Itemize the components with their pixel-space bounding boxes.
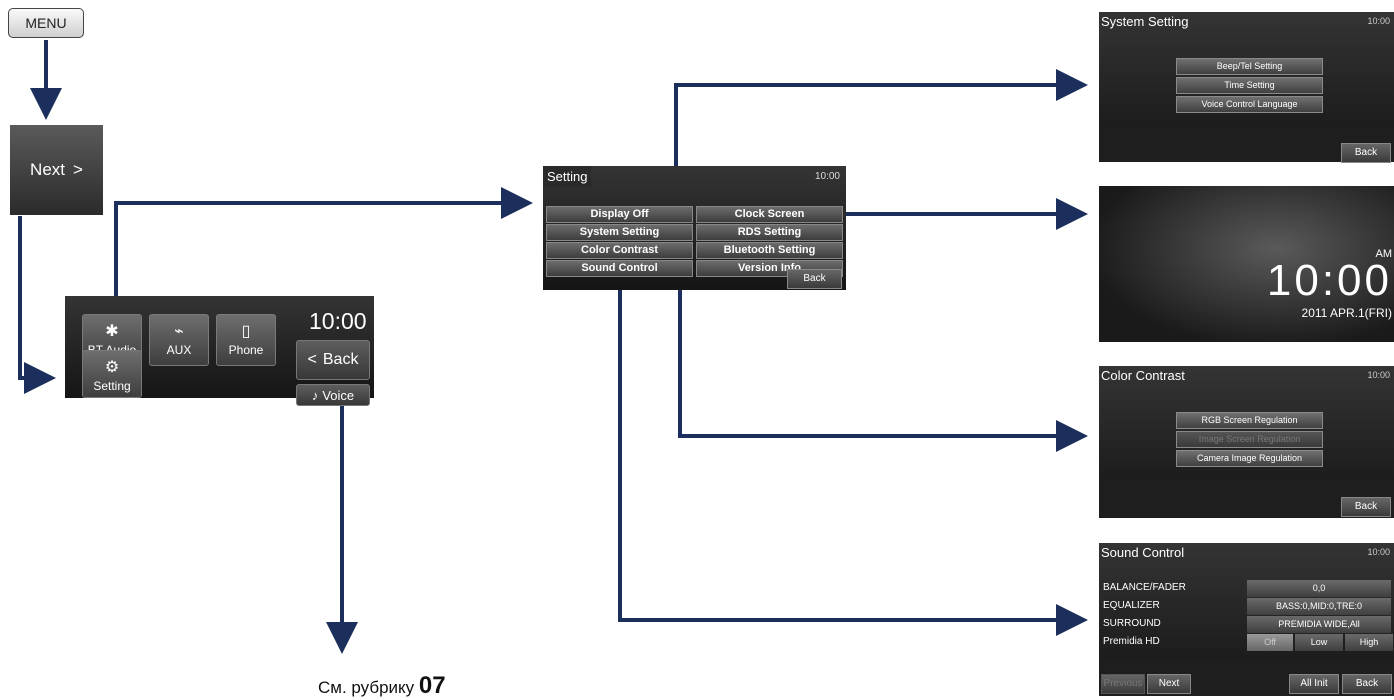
arrow-setting-to-contrast [678, 290, 1088, 452]
system-setting-screen: System Setting 10:00 Beep/Tel Setting Ti… [1099, 12, 1394, 163]
rubric-reference: См. рубрику 07 [318, 672, 446, 700]
voice-icon: ♪ [311, 387, 319, 403]
phone-tile[interactable]: ▯ Phone [216, 314, 276, 366]
screen-title: Setting [543, 166, 592, 187]
bluetooth-icon: ✱ [105, 323, 119, 340]
arrow-setting-to-sound [618, 290, 1088, 636]
bluetooth-setting-button[interactable]: Bluetooth Setting [696, 242, 843, 259]
row-value: 0,0 [1247, 580, 1391, 597]
premidia-hd-row: Premidia HD Off Low High [1099, 634, 1394, 651]
time-setting-button[interactable]: Time Setting [1176, 77, 1323, 94]
display-off-button[interactable]: Display Off [546, 206, 693, 223]
rgb-screen-regulation-button[interactable]: RGB Screen Regulation [1176, 412, 1323, 429]
previous-button[interactable]: Previous [1101, 674, 1145, 694]
screen-title: Sound Control [1101, 545, 1185, 560]
home-clock: 10:00 [309, 308, 367, 334]
next-page-button[interactable]: Next [1147, 674, 1191, 694]
row-label: Premidia HD [1103, 636, 1160, 647]
color-contrast-button[interactable]: Color Contrast [546, 242, 693, 259]
equalizer-row[interactable]: EQUALIZER BASS:0,MID:0,TRE:0 [1099, 598, 1394, 615]
sound-back-button[interactable]: Back [1342, 674, 1392, 694]
menu-button[interactable]: MENU [8, 8, 84, 38]
phone-icon: ▯ [241, 323, 251, 340]
premidia-high-option[interactable]: High [1345, 634, 1393, 651]
chevron-right-icon: > [73, 160, 83, 179]
back-label: Back [322, 351, 359, 368]
row-label: BALANCE/FADER [1103, 582, 1186, 593]
arrow-setting-to-system [674, 69, 1088, 166]
next-label: Next [30, 160, 66, 179]
sound-control-screen: Sound Control 10:00 BALANCE/FADER 0,0 EQ… [1099, 543, 1394, 696]
premidia-low-option[interactable]: Low [1295, 634, 1343, 651]
rds-setting-button[interactable]: RDS Setting [696, 224, 843, 241]
premidia-off-option[interactable]: Off [1247, 634, 1293, 651]
screen-title: System Setting [1101, 14, 1189, 29]
clock-date: 2011 APR.1(FRI) [1301, 306, 1392, 320]
color-contrast-screen: Color Contrast 10:00 RGB Screen Regulati… [1099, 366, 1394, 518]
clock-ampm: AM [1375, 248, 1393, 260]
home-back-button[interactable]: < Back [296, 340, 370, 380]
row-value: BASS:0,MID:0,TRE:0 [1247, 598, 1391, 615]
voice-button[interactable]: ♪ Voice [296, 384, 370, 406]
row-label: SURROUND [1103, 618, 1161, 629]
setting-screen: Setting 10:00 Display Off Clock Screen S… [543, 166, 846, 290]
row-value: PREMIDIA WIDE,All [1247, 616, 1391, 633]
camera-image-regulation-button[interactable]: Camera Image Regulation [1176, 450, 1323, 467]
rubric-text: См. рубрику [318, 678, 415, 697]
tile-label: Phone [228, 343, 264, 357]
row-label: EQUALIZER [1103, 600, 1160, 611]
voice-label: Voice [322, 387, 355, 403]
all-init-button[interactable]: All Init [1289, 674, 1339, 694]
setting-tile[interactable]: ⚙ Setting [82, 350, 142, 398]
setting-titlebar: Setting 10:00 [543, 166, 846, 190]
beep-tel-setting-button[interactable]: Beep/Tel Setting [1176, 58, 1323, 75]
chevron-left-icon: < [307, 351, 317, 368]
arrow-home-to-setting [114, 187, 533, 296]
gear-icon: ⚙ [104, 359, 120, 376]
screen-time: 10:00 [1367, 370, 1390, 380]
tile-label: AUX [166, 343, 192, 357]
system-back-button[interactable]: Back [1341, 143, 1391, 163]
clock-screen: AM 10:00 2011 APR.1(FRI) [1099, 186, 1394, 342]
home-screen: ✱ BT Audio ⌁ AUX ▯ Phone ⚙ Setting 10:00… [65, 296, 374, 406]
contrast-back-button[interactable]: Back [1341, 497, 1391, 517]
voice-control-language-button[interactable]: Voice Control Language [1176, 96, 1323, 113]
balance-fader-row[interactable]: BALANCE/FADER 0,0 [1099, 580, 1394, 597]
arrow-next-to-home [18, 216, 56, 394]
clock-time: 10:00 [1266, 256, 1392, 305]
tile-label: Setting [93, 379, 131, 393]
screen-time: 10:00 [1367, 16, 1390, 26]
screen-title: Color Contrast [1101, 368, 1185, 383]
surround-row[interactable]: SURROUND PREMIDIA WIDE,All [1099, 616, 1394, 633]
setting-back-button[interactable]: Back [787, 269, 842, 289]
system-setting-button[interactable]: System Setting [546, 224, 693, 241]
image-screen-regulation-button[interactable]: Image Screen Regulation [1176, 431, 1323, 448]
rubric-number: 07 [418, 672, 446, 699]
screen-time: 10:00 [814, 171, 840, 182]
aux-tile[interactable]: ⌁ AUX [149, 314, 209, 366]
aux-cable-icon: ⌁ [174, 323, 184, 340]
sound-control-button[interactable]: Sound Control [546, 260, 693, 277]
screen-time: 10:00 [1367, 547, 1390, 557]
next-button[interactable]: Next > [10, 125, 103, 215]
clock-screen-button[interactable]: Clock Screen [696, 206, 843, 223]
